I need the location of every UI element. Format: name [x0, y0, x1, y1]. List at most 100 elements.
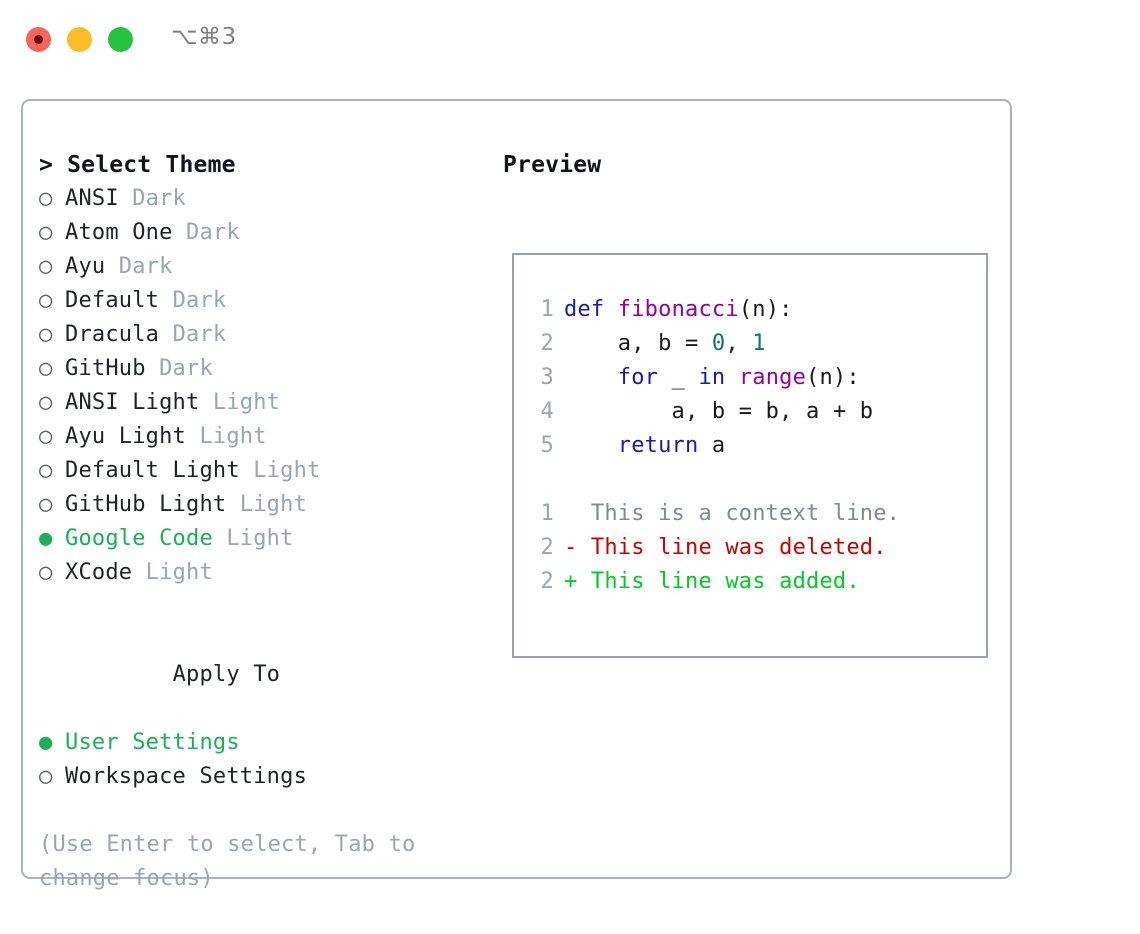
code-token — [564, 433, 618, 458]
theme-name: Ayu — [65, 254, 106, 279]
radio-unselected-icon: ○ — [39, 764, 53, 789]
diff-line: 2+ This line was added. — [514, 565, 986, 599]
code-token — [564, 365, 618, 390]
theme-variant-badge: Light — [239, 458, 321, 483]
code-token: (n): — [806, 365, 860, 390]
line-number: 4 — [540, 399, 554, 424]
code-token: a, b = — [564, 331, 712, 356]
code-token: 1 — [752, 331, 766, 356]
diff-text: This is a context line. — [564, 501, 901, 526]
theme-name: ANSI Light — [65, 390, 200, 415]
theme-list-item[interactable]: ○ ANSI Light Light — [39, 386, 489, 420]
code-token: in — [698, 365, 726, 390]
radio-unselected-icon: ○ — [39, 322, 53, 347]
theme-name: Ayu Light — [65, 424, 187, 449]
code-token: , — [725, 331, 753, 356]
keyboard-hint: (Use Enter to select, Tab to change focu… — [39, 832, 416, 891]
apply-to-header-label: Apply To — [172, 662, 281, 687]
radio-unselected-icon: ○ — [39, 492, 53, 517]
code-line: 4 a, b = b, a + b — [514, 395, 986, 429]
code-line: 2 a, b = 0, 1 — [514, 327, 986, 361]
theme-name: ANSI — [65, 186, 119, 211]
code-line: 5 return a — [514, 429, 986, 463]
theme-list-item[interactable]: ○GitHub Dark — [39, 352, 489, 386]
apply-to-item[interactable]: ○Workspace Settings — [39, 760, 489, 794]
line-number: 1 — [540, 297, 554, 322]
apply-to-item[interactable]: ● User Settings — [39, 726, 489, 760]
code-diff-gap — [514, 463, 986, 497]
theme-list-item[interactable]: ○Dracula Dark — [39, 318, 489, 352]
theme-name: GitHub Light — [65, 492, 227, 517]
code-token: fibonacci — [617, 297, 739, 322]
apply-to-header-indent — [147, 658, 173, 692]
theme-variant-badge: Light — [226, 492, 308, 517]
line-number: 5 — [540, 433, 554, 458]
minimize-button-icon[interactable] — [67, 27, 92, 52]
theme-variant-badge: Dark — [159, 288, 227, 313]
radio-unselected-icon: ○ — [39, 356, 53, 381]
code-token: for — [617, 365, 659, 390]
theme-list-item[interactable]: ○Default Dark — [39, 284, 489, 318]
theme-variant-badge: Dark — [172, 220, 240, 245]
theme-variant-badge: Dark — [159, 322, 227, 347]
theme-variant-badge: Light — [186, 424, 267, 449]
code-token: 0 — [711, 331, 726, 356]
theme-list-item[interactable]: ○ XCode Light — [39, 556, 489, 590]
close-button-icon[interactable] — [26, 27, 51, 52]
code-token: _ — [658, 365, 699, 390]
apply-to-list: ● User Settings ○Workspace Settings — [39, 726, 489, 794]
code-token: range — [738, 365, 807, 390]
code-line: 3 for _ in range(n): — [514, 361, 986, 395]
diff-sample: 1 This is a context line. 2 - This line wa… — [514, 497, 986, 599]
theme-variant-badge: Light — [132, 560, 213, 585]
theme-name: Default — [65, 288, 160, 313]
preview-title: Preview — [503, 152, 602, 178]
radio-selected-icon: ● — [39, 730, 53, 755]
theme-variant-badge: Light — [212, 526, 294, 551]
theme-list: ○ANSI Dark○Atom One Dark○Ayu Dark○Defaul… — [39, 182, 489, 590]
theme-list-item[interactable]: ○ Ayu Light Light — [39, 420, 489, 454]
theme-variant-badge: Light — [199, 390, 281, 415]
code-token: (n): — [738, 297, 793, 322]
theme-name: XCode — [65, 560, 133, 585]
theme-selector-column: > Select Theme ○ANSI Dark○Atom One Dark○… — [39, 148, 489, 896]
radio-unselected-icon: ○ — [39, 390, 53, 415]
line-number: 2 — [540, 535, 554, 560]
line-number: 1 — [540, 501, 554, 526]
diff-line: 2 - This line was deleted. — [514, 531, 986, 565]
theme-list-item[interactable]: ○ Atom One Dark — [39, 216, 489, 250]
code-token: a — [698, 433, 726, 458]
window-controls — [26, 27, 133, 52]
maximize-button-icon[interactable] — [108, 27, 133, 52]
theme-list-item[interactable]: ○ Default Light Light — [39, 454, 489, 488]
theme-list-item[interactable]: ● Google Code Light — [39, 522, 489, 556]
radio-unselected-icon: ○ — [39, 560, 53, 585]
code-token: a, b = b, a + b — [564, 399, 874, 424]
line-number: 2 — [540, 569, 554, 594]
theme-name: Atom One — [65, 220, 173, 245]
radio-unselected-icon: ○ — [39, 424, 53, 449]
list-spacer — [39, 590, 489, 624]
theme-name: GitHub — [65, 356, 146, 381]
radio-selected-icon: ● — [39, 526, 53, 551]
theme-list-item[interactable]: ○ GitHub Light Light — [39, 488, 489, 522]
diff-line: 1 This is a context line. — [514, 497, 986, 531]
window-title-shortcut: ⌥⌘3 — [171, 24, 237, 50]
line-number: 2 — [540, 331, 554, 356]
radio-unselected-icon: ○ — [39, 220, 53, 245]
apply-to-label: User Settings — [65, 730, 240, 755]
theme-list-item[interactable]: ○Ayu Dark — [39, 250, 489, 284]
theme-variant-badge: Dark — [105, 254, 173, 279]
code-token — [725, 365, 738, 390]
theme-name: Default Light — [65, 458, 240, 483]
main-panel: > Select Theme ○ANSI Dark○Atom One Dark○… — [21, 99, 1012, 891]
theme-name: Google Code — [65, 526, 213, 551]
code-token — [604, 297, 617, 322]
theme-list-item[interactable]: ○ANSI Dark — [39, 182, 489, 216]
diff-text: - This line was deleted. — [564, 535, 887, 560]
radio-unselected-icon: ○ — [39, 458, 53, 483]
